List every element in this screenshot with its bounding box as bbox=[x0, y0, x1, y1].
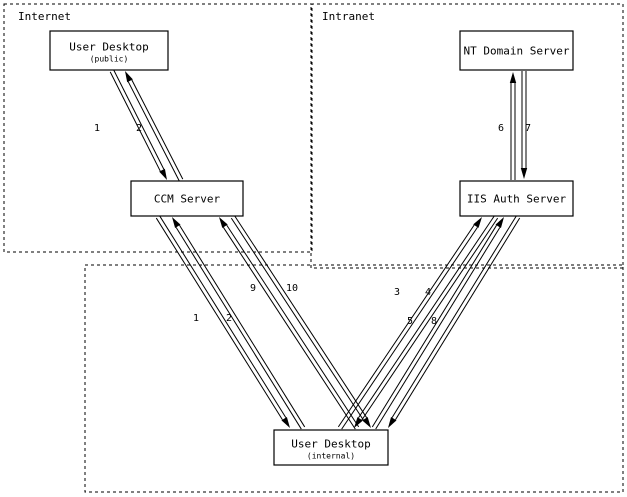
flow-shaft bbox=[395, 217, 521, 420]
step-label-8-9: 8 bbox=[431, 316, 437, 327]
flow-shaft bbox=[179, 225, 306, 428]
flow-shaft bbox=[375, 227, 501, 430]
zone-border-internet bbox=[3, 3, 313, 253]
zone-border-intranet bbox=[310, 3, 624, 269]
step-label-10-5: 10 bbox=[286, 283, 298, 294]
node-iis-auth-server[interactable]: IIS Auth Server bbox=[459, 180, 574, 217]
step-label-1-2: 1 bbox=[193, 313, 199, 324]
zone-internal bbox=[84, 264, 624, 493]
step-label-4-7: 4 bbox=[425, 287, 431, 298]
flow-arrow-6-iis-auth-server-to-nt-domain-server bbox=[509, 72, 517, 180]
flow-arrow-2-ccm-server-to-user-desktop-public bbox=[125, 71, 184, 182]
node-title-user-desktop-public: User Desktop bbox=[69, 41, 148, 54]
flow-arrow-3-user-desktop-internal-to-iis-auth-server bbox=[337, 217, 482, 430]
flow-arrow-10-ccm-server-to-user-desktop-internal bbox=[230, 215, 371, 428]
flow-shaft bbox=[222, 227, 356, 430]
flow-shaft bbox=[230, 217, 364, 421]
flow-shaft bbox=[391, 215, 517, 418]
node-ccm-server[interactable]: CCM Server bbox=[130, 180, 244, 217]
flow-shaft bbox=[226, 224, 360, 428]
flow-arrow-8-iis-auth-server-to-user-desktop-internal bbox=[388, 215, 521, 428]
flow-arrow-7-nt-domain-server-to-iis-auth-server bbox=[520, 71, 528, 179]
flow-shaft bbox=[341, 226, 478, 430]
step-label-2-1: 2 bbox=[136, 123, 142, 134]
node-title-iis-auth-server: IIS Auth Server bbox=[467, 193, 567, 206]
flow-shaft bbox=[131, 79, 184, 180]
arrow-head bbox=[362, 417, 371, 428]
flow-shaft bbox=[109, 71, 161, 172]
node-title-nt-domain-server: NT Domain Server bbox=[464, 45, 570, 58]
node-box-user-desktop-internal[interactable] bbox=[273, 429, 389, 466]
node-user-desktop-internal[interactable]: User Desktop(internal) bbox=[273, 429, 389, 466]
arrow-head bbox=[125, 71, 133, 83]
flow-shaft bbox=[175, 227, 302, 430]
flow-arrow-2-user-desktop-internal-to-ccm-server bbox=[172, 217, 306, 430]
arrow-head bbox=[473, 217, 482, 228]
flow-shaft bbox=[371, 225, 497, 428]
arrow-head bbox=[509, 72, 517, 83]
zone-intranet: Intranet bbox=[310, 3, 624, 269]
node-box-nt-domain-server[interactable] bbox=[459, 30, 574, 71]
step-label-2-3: 2 bbox=[226, 313, 232, 324]
zone-label-intranet: Intranet bbox=[322, 10, 375, 23]
arrow-head bbox=[219, 217, 228, 228]
flow-shaft bbox=[127, 81, 180, 182]
step-label-5-8: 5 bbox=[407, 316, 413, 327]
arrow-head bbox=[354, 417, 363, 428]
flow-shaft bbox=[113, 69, 165, 170]
arrow-head bbox=[388, 416, 397, 428]
node-title-user-desktop-internal: User Desktop bbox=[291, 438, 370, 451]
node-nt-domain-server[interactable]: NT Domain Server bbox=[459, 30, 574, 71]
flow-arrow-5-user-desktop-internal-to-iis-auth-server bbox=[371, 217, 504, 430]
arrow-head bbox=[172, 217, 181, 229]
node-title-ccm-server: CCM Server bbox=[154, 193, 221, 206]
zone-label-internet: Internet bbox=[18, 10, 71, 23]
flow-arrow-4-iis-auth-server-to-user-desktop-internal bbox=[354, 215, 499, 428]
node-box-user-desktop-public[interactable] bbox=[49, 30, 169, 71]
flow-arrow-1-user-desktop-public-to-ccm-server bbox=[109, 69, 167, 180]
zone-internet: Internet bbox=[3, 3, 313, 253]
node-box-iis-auth-server[interactable] bbox=[459, 180, 574, 217]
step-label-1-0: 1 bbox=[94, 123, 100, 134]
arrow-head bbox=[520, 168, 528, 179]
step-label-3-6: 3 bbox=[394, 287, 400, 298]
arrow-head bbox=[495, 217, 504, 229]
flow-shaft bbox=[361, 217, 499, 421]
flow-shaft bbox=[358, 215, 495, 419]
flow-shaft bbox=[159, 215, 287, 418]
step-label-6-10: 6 bbox=[498, 123, 504, 134]
node-subtitle-user-desktop-public: (public) bbox=[90, 55, 129, 64]
zone-border-internal bbox=[84, 264, 624, 493]
step-labels-group: 1 2 1 2 9 10 3 4 5 8 6 7 bbox=[94, 123, 531, 327]
flow-shaft bbox=[155, 217, 283, 421]
node-subtitle-user-desktop-internal: (internal) bbox=[307, 452, 355, 461]
node-box-ccm-server[interactable] bbox=[130, 180, 244, 217]
flow-arrow-1-ccm-server-to-user-desktop-internal bbox=[155, 215, 290, 428]
zone-boundaries-group: Internet Intranet bbox=[3, 3, 624, 493]
step-label-7-11: 7 bbox=[525, 123, 531, 134]
flow-shaft bbox=[337, 224, 475, 428]
flow-shaft bbox=[234, 215, 368, 418]
arrow-head bbox=[281, 416, 290, 428]
node-user-desktop-public[interactable]: User Desktop(public) bbox=[49, 30, 169, 71]
flow-arrow-9-user-desktop-internal-to-ccm-server bbox=[219, 217, 360, 430]
arrow-head bbox=[159, 168, 167, 180]
flow-arrows-group bbox=[109, 69, 528, 430]
step-label-9-4: 9 bbox=[250, 283, 256, 294]
